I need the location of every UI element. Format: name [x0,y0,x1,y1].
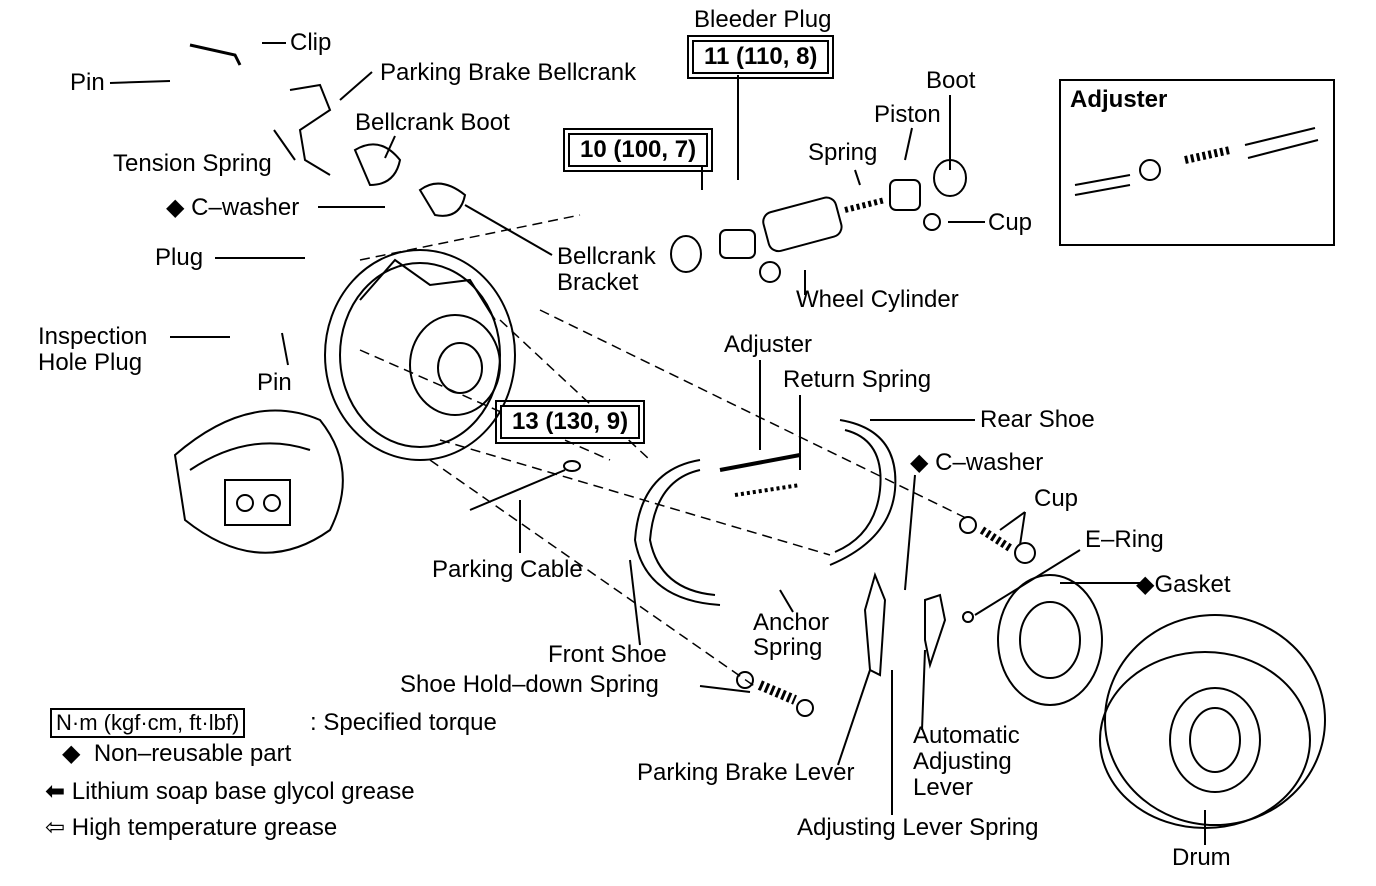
diamond-icon: ◆ [166,194,185,221]
label-boot: Boot [926,67,976,94]
label-automatic-adjusting-lever-2: Adjusting [913,748,1012,775]
legend-lithium-row: ⬅ Lithium soap base glycol grease [45,779,415,805]
label-shoe-hold-down-spring: Shoe Hold–down Spring [400,671,659,698]
label-tension-spring: Tension Spring [113,150,272,177]
label-automatic-adjusting-lever-1: Automatic [913,722,1020,749]
label-return-spring: Return Spring [783,366,932,393]
torque-backing-plate-box: 13 (130, 9) [494,400,646,444]
gasket-text: Gasket [1154,571,1231,598]
inset-adjuster-title: Adjuster [1070,86,1168,113]
legend-torque-unit: N·m (kgf·cm, ft·lbf) [56,710,240,735]
label-drum: Drum [1172,844,1231,871]
label-parking-cable: Parking Cable [432,556,583,583]
label-parking-brake-lever: Parking Brake Lever [637,759,855,786]
legend-torque-unit-box: N·m (kgf·cm, ft·lbf) [50,708,246,738]
legend-lithium: Lithium soap base glycol grease [71,778,415,805]
label-inspection-hole-plug-1: Inspection [38,323,148,350]
legend-torque-desc: : Specified torque [310,709,497,736]
legend-non-reusable: Non–reusable part [93,740,292,767]
label-bleeder-plug: Bleeder Plug [694,6,832,33]
label-piston: Piston [874,101,941,128]
label-c-washer-right: ◆ C–washer [910,450,1043,476]
label-clip: Clip [290,29,332,56]
label-c-washer-left: ◆ C–washer [166,195,299,221]
legend-high-temp: High temperature grease [71,814,338,841]
label-spring-wc: Spring [808,139,878,166]
black-arrow-icon: ⬅ [45,778,66,805]
label-cup-wc: Cup [988,209,1033,236]
label-bellcrank-boot: Bellcrank Boot [355,109,510,136]
label-inspection-hole-plug-2: Hole Plug [38,349,143,376]
c-washer-left-text: C–washer [191,194,300,221]
diamond-icon: ◆ [62,740,81,767]
label-plug: Plug [155,244,204,271]
legend-non-reusable-row: ◆ Non–reusable part [62,741,291,767]
label-cup-right: Cup [1034,485,1079,512]
torque-bleeder-value: 11 (110, 8) [704,43,818,70]
label-adjusting-lever-spring: Adjusting Lever Spring [797,814,1039,841]
label-adjuster: Adjuster [724,331,813,358]
label-pin-top: Pin [70,69,105,96]
c-washer-right-text: C–washer [935,449,1044,476]
legend-high-temp-row: ⇦ High temperature grease [45,815,337,841]
label-bellcrank-bracket-2: Bracket [557,269,639,296]
label-anchor-spring-1: Anchor [753,609,830,636]
label-wheel-cylinder: Wheel Cylinder [796,286,959,313]
label-gasket: ◆Gasket [1136,572,1231,598]
torque-backing-plate-value: 13 (130, 9) [512,408,629,435]
diamond-icon: ◆ [1136,571,1155,598]
torque-wheel-cylinder-box: 10 (100, 7) [562,128,714,172]
torque-wheel-cylinder-value: 10 (100, 7) [580,136,697,163]
label-parking-brake-bellcrank: Parking Brake Bellcrank [380,59,637,86]
label-e-ring: E–Ring [1085,526,1164,553]
white-arrow-icon: ⇦ [45,814,66,841]
label-anchor-spring-2: Spring [753,634,823,661]
label-automatic-adjusting-lever-3: Lever [913,774,974,801]
label-rear-shoe: Rear Shoe [980,406,1095,433]
label-pin-mid: Pin [257,369,292,396]
diamond-icon: ◆ [910,449,929,476]
label-bellcrank-bracket-1: Bellcrank [557,243,656,270]
label-front-shoe: Front Shoe [548,641,667,668]
torque-bleeder-box: 11 (110, 8) [686,35,835,79]
